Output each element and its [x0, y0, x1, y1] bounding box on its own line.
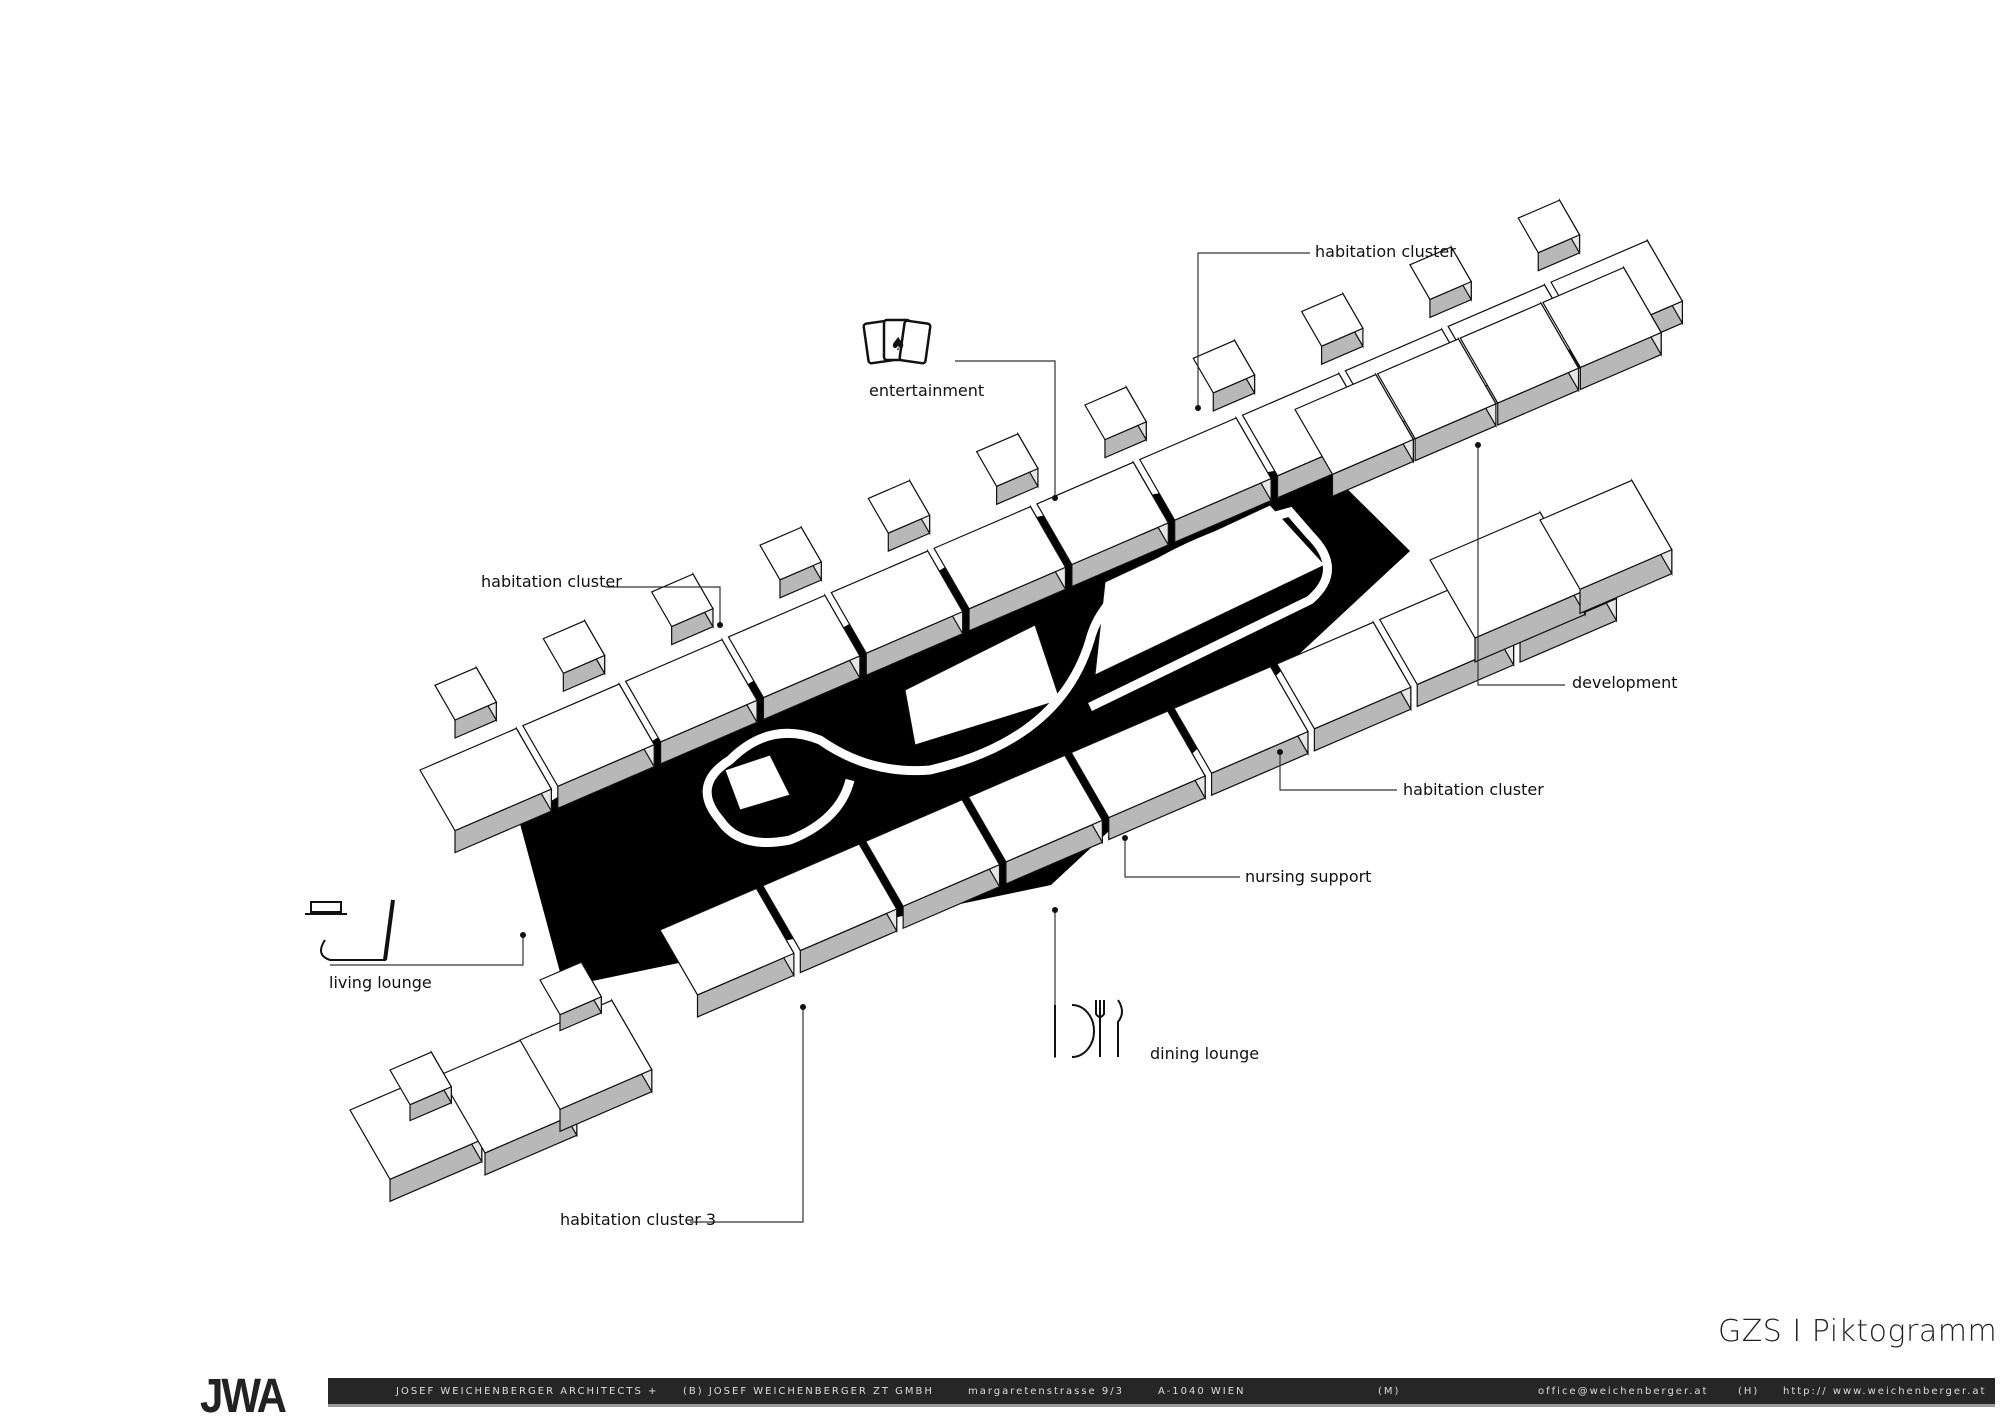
entertainment-block [724, 754, 791, 811]
building-block-face [521, 683, 656, 788]
footer-mail-label: (M) [1378, 1385, 1401, 1397]
building-block-face [1376, 338, 1497, 440]
label-nursing-support: nursing support [1245, 867, 1372, 886]
circulation-path [702, 506, 1332, 847]
leader-development [1477, 445, 1565, 686]
building-block-face [1539, 479, 1673, 591]
label-habitation-cluster-right: habitation cluster [1403, 780, 1544, 799]
label-habitation-cluster-top: habitation cluster [1315, 242, 1456, 261]
building-block-face [1084, 386, 1148, 441]
footer-firm: (B) JOSEF WEICHENBERGER ZT GMBH [683, 1385, 934, 1397]
jwa-logo: JWA [200, 1368, 287, 1423]
label-living-lounge: living lounge [329, 973, 432, 992]
building-block-face [389, 1051, 453, 1106]
page-title: GZS I Piktogramm [1718, 1314, 1998, 1349]
building-block-face [1036, 461, 1170, 566]
building-block-face [1300, 292, 1364, 347]
leader-nursing [1124, 838, 1240, 878]
building-block-face [1294, 373, 1415, 476]
building-block-face [624, 638, 758, 743]
footer-website[interactable]: http:// www.weichenberger.at [1783, 1385, 1987, 1397]
label-entertainment: entertainment [869, 381, 985, 400]
building-block-face [975, 433, 1039, 488]
svg-text:♠: ♠ [890, 334, 906, 355]
building-block-face [727, 594, 861, 699]
building-block-face [967, 754, 1104, 863]
building-block-face [864, 798, 1001, 908]
building-block-face [1138, 417, 1272, 521]
building-block-face [1070, 710, 1207, 819]
footer-street: margaretenstrasse 9/3 [968, 1385, 1124, 1397]
playing-cards-icon: ♠ [862, 318, 932, 365]
building-block-face [1173, 665, 1309, 774]
leader-living [330, 935, 524, 966]
leader-entertainment [955, 360, 1056, 498]
building-block-face [542, 620, 606, 675]
leader-habitation-top [1197, 252, 1310, 408]
building-block-face [1517, 199, 1581, 254]
label-development: development [1572, 673, 1678, 692]
building-block-face [1276, 621, 1412, 730]
leader-habitation-right [1279, 752, 1397, 791]
building-block-face [434, 666, 498, 721]
footer-company: JOSEF WEICHENBERGER ARCHITECTS + [396, 1385, 659, 1397]
leader-habitation-left [605, 586, 721, 625]
footer-city: A-1040 WIEN [1158, 1385, 1246, 1397]
plate-cutlery-icon [1054, 999, 1123, 1058]
building-block-face [539, 961, 603, 1016]
label-habitation-cluster-3: habitation cluster 3 [560, 1210, 717, 1229]
building-block-face [759, 526, 823, 581]
label-habitation-cluster-left: habitation cluster [481, 572, 622, 591]
building-block-face [933, 505, 1067, 610]
building-block-face [830, 550, 964, 654]
label-dining-lounge: dining lounge [1150, 1044, 1260, 1063]
building-block-face [1542, 266, 1663, 369]
footer-web-label: (H) [1738, 1385, 1760, 1397]
building-block-face [1192, 339, 1256, 394]
footer-bar: JOSEF WEICHENBERGER ARCHITECTS + (B) JOS… [328, 1378, 1995, 1407]
building-block-face [419, 727, 553, 832]
footer-email[interactable]: office@weichenberger.at [1538, 1385, 1709, 1397]
leader-habitation-3 [690, 1007, 804, 1223]
armchair-coffee-icon [305, 899, 395, 961]
building-block-face [761, 843, 898, 952]
building-block-face [659, 887, 795, 996]
building-block-face [1459, 302, 1580, 404]
building-block-face [1409, 246, 1473, 301]
footer: JWA JOSEF WEICHENBERGER ARCHITECTS + (B)… [200, 1368, 2000, 1422]
building-block-face [867, 479, 931, 534]
